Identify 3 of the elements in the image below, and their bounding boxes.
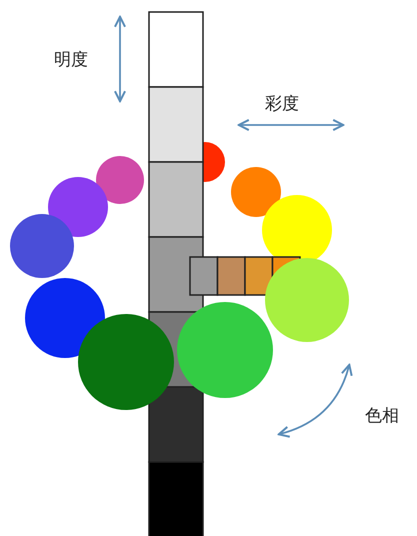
- axis-label: 色相: [365, 405, 399, 427]
- axis-label: 明度: [54, 49, 88, 71]
- axis-label: 彩度: [265, 93, 299, 115]
